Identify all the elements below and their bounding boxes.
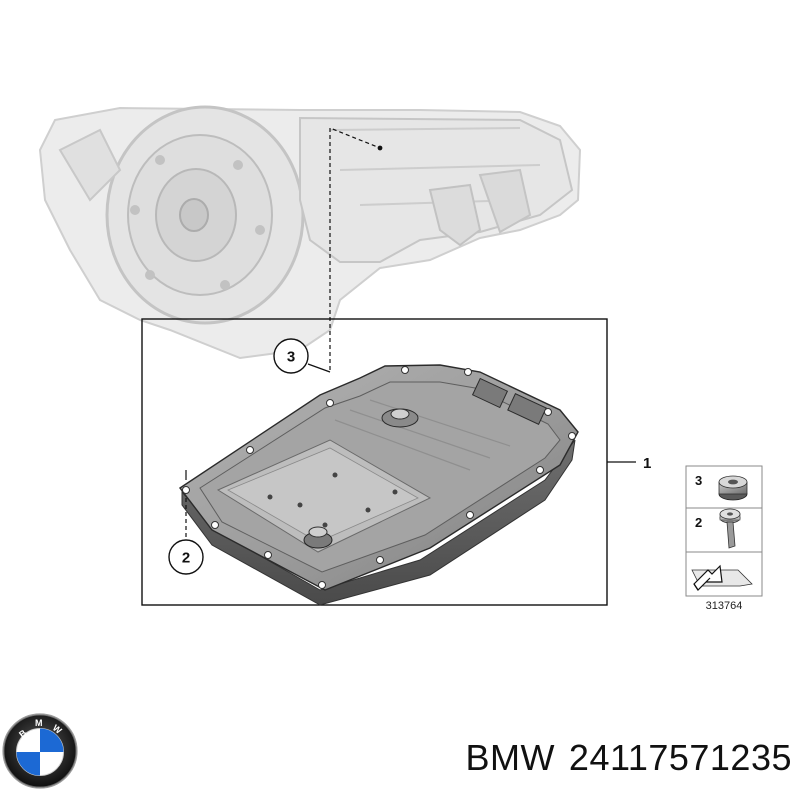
diagram-reference-number: 313764 <box>706 600 743 612</box>
screw-icon <box>719 508 741 549</box>
parts-legend: 3 2 313764 <box>685 465 763 612</box>
legend-number-3: 3 <box>695 473 702 488</box>
part-caption: BMW 24117571235 <box>360 737 792 779</box>
svg-text:M: M <box>35 718 43 728</box>
callout-1-label: 1 <box>643 455 651 472</box>
leader-lines <box>185 127 636 538</box>
plug-icon <box>718 475 748 501</box>
callout-2-label: 2 <box>182 550 190 567</box>
callout-2: 2 <box>168 539 204 575</box>
bmw-logo: B M W <box>2 713 78 789</box>
mounting-arrow-icon <box>691 562 753 591</box>
leader-endpoint-dot <box>377 145 383 151</box>
brand-name: BMW <box>465 737 555 778</box>
callout-3-label: 3 <box>287 349 295 366</box>
part-number: 24117571235 <box>568 737 792 778</box>
legend-number-2: 2 <box>695 515 702 530</box>
transmission-ghost-illustration <box>38 105 582 360</box>
oil-pan-illustration <box>178 364 579 606</box>
callout-3: 3 <box>273 338 309 374</box>
svg-text:B: B <box>17 727 29 739</box>
